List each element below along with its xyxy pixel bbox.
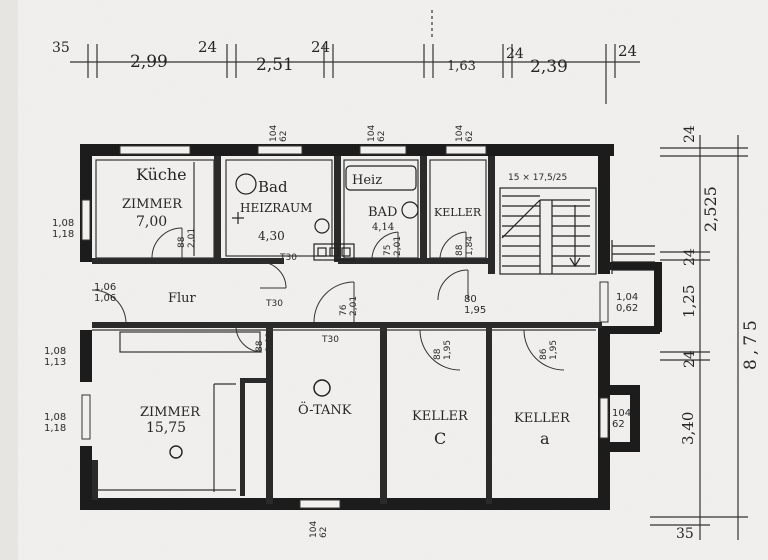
room-keller-c-letter: C bbox=[434, 429, 446, 448]
win-top2-label: 10462 bbox=[367, 125, 387, 142]
dim-right-340: 3,40 bbox=[679, 412, 697, 445]
room-heizraum-area: 4,30 bbox=[258, 229, 285, 243]
win-bottom-label: 10462 bbox=[309, 521, 329, 538]
dim-right-24-top: 24 bbox=[682, 125, 698, 143]
dim-top-24c: 24 bbox=[506, 46, 524, 62]
dim-right-125: 1,25 bbox=[680, 285, 698, 318]
dim-top-24d: 24 bbox=[618, 42, 637, 60]
dim-right-2525: 2,525 bbox=[701, 186, 720, 232]
t30b-label: T30 bbox=[321, 335, 339, 345]
dim-top-163: 1,63 bbox=[447, 59, 476, 74]
win-top1-label: 10462 bbox=[269, 125, 289, 142]
dim-right-total: 8,75 bbox=[741, 316, 761, 370]
room-keller1: KELLER bbox=[434, 206, 482, 219]
t30c-label: T30 bbox=[265, 299, 283, 309]
dim-top-35: 35 bbox=[52, 40, 70, 56]
dim-right-24-mid: 24 bbox=[682, 248, 698, 266]
room-zimmer2: ZIMMER bbox=[140, 405, 201, 420]
t30a-label: T30 bbox=[279, 253, 297, 263]
dim-top-251: 2,51 bbox=[256, 55, 294, 75]
door8-label: 762,01 bbox=[339, 296, 359, 316]
stair-label: 15 × 17,5/25 bbox=[508, 173, 567, 183]
room-flur: Flur bbox=[168, 291, 197, 306]
left-window-openings bbox=[81, 199, 91, 440]
door-swings bbox=[91, 227, 565, 371]
thin-lines bbox=[92, 159, 596, 492]
door1-label: 882,01 bbox=[177, 228, 197, 248]
room-zimmer1: ZIMMER bbox=[122, 197, 183, 212]
room-kueche: Küche bbox=[136, 165, 187, 184]
dim-top-24b: 24 bbox=[311, 38, 330, 56]
right-window-openings bbox=[599, 281, 609, 439]
dim-top-299: 2,99 bbox=[130, 52, 168, 72]
room-oeltank: Ö-TANK bbox=[298, 401, 352, 418]
bottom-window-opening bbox=[299, 499, 341, 509]
door6-label: 861,95 bbox=[539, 340, 559, 360]
top-window-openings bbox=[119, 145, 487, 155]
room-zimmer1-area: 7,00 bbox=[136, 214, 167, 230]
room-heizraum: HEIZRAUM bbox=[240, 201, 312, 215]
room-bad2-area: 4,14 bbox=[372, 222, 394, 233]
paper-shadow-left bbox=[0, 0, 18, 560]
room-bad2: BAD bbox=[368, 205, 397, 220]
staircase bbox=[499, 187, 655, 275]
room-oeltank-marker bbox=[313, 379, 331, 397]
door2-label: 752,01 bbox=[383, 236, 403, 256]
room-bad1: Bad bbox=[258, 178, 288, 196]
dim-top-239: 2,39 bbox=[530, 57, 568, 77]
room-keller-a: KELLER bbox=[514, 411, 571, 426]
door3-label: 881,84 bbox=[455, 236, 475, 256]
dim-top-24a: 24 bbox=[198, 38, 217, 56]
dim-right-24-low: 24 bbox=[682, 350, 698, 368]
fixture-heizung: Heiz bbox=[352, 173, 382, 188]
right-dimension-line bbox=[650, 135, 748, 540]
room-keller-a-letter: a bbox=[540, 429, 550, 448]
dim-bottom-35: 35 bbox=[676, 526, 694, 542]
room-keller-c: KELLER bbox=[412, 409, 469, 424]
top-dimension-line bbox=[70, 10, 640, 104]
room-zimmer2-marker bbox=[169, 445, 183, 459]
interior-walls bbox=[92, 156, 602, 504]
door5-label: 882,01 bbox=[255, 332, 275, 352]
room-zimmer2-area: 15,75 bbox=[146, 420, 186, 436]
door7-label: 881,95 bbox=[433, 340, 453, 360]
win-top3-label: 10462 bbox=[455, 125, 475, 142]
fixtures bbox=[232, 165, 419, 261]
